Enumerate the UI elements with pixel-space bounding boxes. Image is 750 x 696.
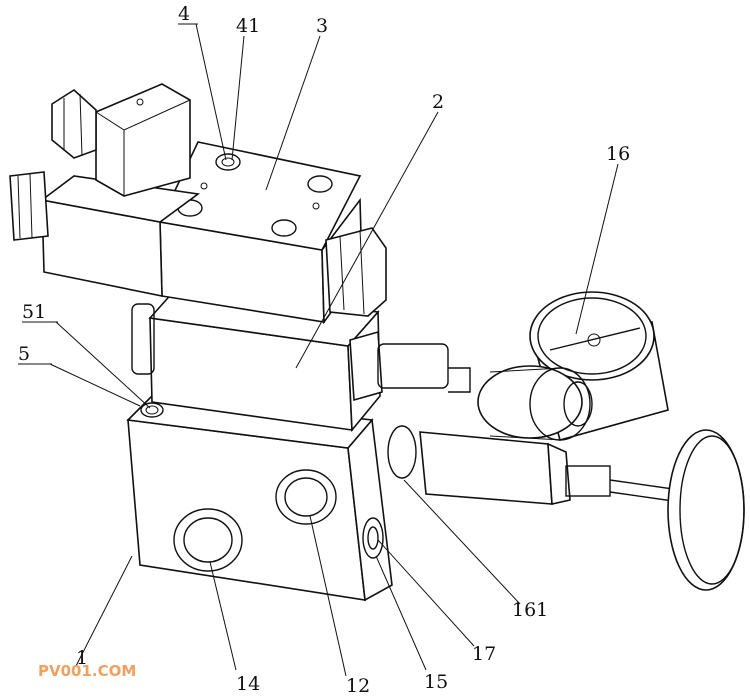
hand-valve	[387, 425, 745, 591]
label-4: 4	[178, 3, 190, 25]
label-1: 1	[76, 647, 88, 669]
label-12: 12	[346, 675, 370, 696]
solenoid-coil	[9, 83, 201, 297]
leader-lines	[18, 23, 619, 677]
label-16: 16	[606, 143, 630, 165]
label-3: 3	[316, 15, 328, 37]
pressure-gauge	[477, 291, 669, 441]
label-5: 5	[18, 343, 30, 365]
label-14: 14	[236, 673, 260, 695]
manifold-block	[126, 395, 393, 602]
label-51: 51	[22, 301, 46, 323]
watermark-text: PV001.COM	[38, 662, 136, 680]
label-2: 2	[432, 91, 444, 113]
label-161: 161	[512, 599, 548, 621]
label-17: 17	[472, 643, 496, 665]
label-15: 15	[424, 671, 448, 693]
solenoid-valve	[158, 141, 387, 325]
label-41: 41	[236, 15, 260, 37]
